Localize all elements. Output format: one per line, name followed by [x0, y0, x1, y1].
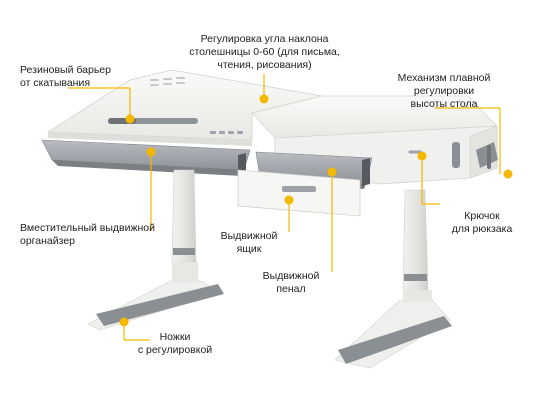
front-ridge-clips [210, 131, 243, 134]
callout-line: Выдвижной [220, 230, 278, 242]
callout-line: Крючок [464, 210, 500, 222]
callout-line: высоты стола [410, 98, 478, 110]
callout-line: Вместительный выдвижной [20, 222, 155, 234]
callout-line: от скатывания [20, 77, 91, 89]
marker-tilt [259, 94, 269, 104]
pointer-lines [68, 74, 501, 341]
callout-pencil-case: Выдвижной пенал [256, 270, 326, 296]
callout-tilt-angle: Регулировка угла наклона столешницы 0-60… [172, 33, 357, 72]
callout-line: чтения, рисования) [217, 59, 312, 71]
callout-height-mechanism: Механизм плавной регулировки высоты стол… [385, 72, 503, 111]
marker-organizer [146, 147, 156, 157]
tilt-top-vents [150, 77, 185, 86]
marker-hook [417, 151, 427, 161]
callout-rubber-barrier: Резиновый барьер от скатывания [20, 64, 111, 90]
callout-markers [119, 94, 513, 327]
callout-drawer: Выдвижной ящик [216, 230, 282, 256]
marker-barrier [125, 114, 135, 124]
callout-line: Выдвижной [262, 270, 320, 282]
callout-backpack-hook: Крючок для рюкзака [442, 210, 522, 236]
callout-line: Резиновый барьер [20, 64, 111, 76]
callout-line: Механизм плавной [397, 72, 491, 84]
callout-adjustable-legs: Ножки с регулировкой [130, 331, 220, 357]
callout-line: Регулировка угла наклона [200, 33, 329, 45]
callout-line: ящик [236, 243, 262, 255]
callout-line: с регулировкой [137, 344, 213, 356]
callout-line: органайзер [20, 235, 75, 247]
marker-height [503, 169, 513, 179]
callout-line: столешницы 0-60 (для письма, [189, 46, 340, 58]
callout-organizer: Вместительный выдвижной органайзер [20, 222, 155, 248]
callout-line: Ножки [159, 331, 191, 343]
marker-legs [119, 317, 129, 327]
marker-pencil-case [327, 167, 337, 177]
callout-line: пенал [276, 283, 306, 295]
marker-drawer [284, 195, 294, 205]
drawer-handle [282, 186, 316, 192]
desk-tilt-front-edge [48, 132, 252, 146]
callout-line: регулировки [413, 85, 475, 97]
callout-line: для рюкзака [451, 223, 513, 235]
height-crank [452, 142, 498, 169]
drawer-body [237, 169, 361, 217]
